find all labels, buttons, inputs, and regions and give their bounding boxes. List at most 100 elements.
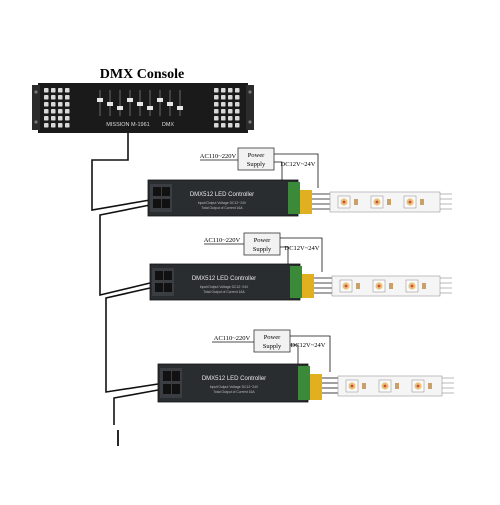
power-supply-label-line2: Supply — [263, 343, 282, 350]
resistor-icon — [362, 383, 366, 389]
led-die-icon — [383, 384, 387, 388]
rack-ear-left — [32, 85, 40, 130]
rack-screw-icon — [34, 90, 38, 94]
dc-wire-positive — [274, 153, 319, 188]
console-brand: MISSION M-1961 — [106, 122, 149, 128]
console-button-icon — [58, 88, 63, 93]
fader-knob-icon — [157, 98, 163, 102]
output-terminal-icon — [300, 190, 312, 214]
controller-title: DMX512 LED Controller — [190, 192, 254, 198]
console-button-icon — [44, 109, 49, 114]
console-button-icon — [65, 88, 70, 93]
led-die-icon — [416, 384, 420, 388]
controller-spec-current: Total Output of Current 16A — [203, 290, 245, 294]
console-button-icon — [228, 102, 233, 107]
console-button-icon — [221, 109, 226, 114]
console-button-icon — [58, 116, 63, 121]
console-button-icon — [65, 116, 70, 121]
console-button-icon — [228, 123, 233, 128]
console-model: DMX — [162, 122, 175, 128]
led-strip — [329, 191, 452, 213]
console-button-icon — [214, 109, 219, 114]
rj45-port-icon — [162, 187, 170, 196]
dc-output-label: DC12V~24V — [285, 245, 320, 252]
power-supply-label-line1: Power — [264, 334, 281, 341]
resistor-icon — [354, 199, 358, 205]
resistor-icon — [395, 383, 399, 389]
fader-knob-icon — [147, 106, 153, 110]
resistor-icon — [356, 283, 360, 289]
controller-row-3: AC110~220V Power Supply DC12V~24V DMX512… — [157, 329, 454, 403]
console-button-icon — [228, 109, 233, 114]
fader-knob-icon — [107, 102, 113, 106]
console-button-icon — [51, 109, 56, 114]
led-die-icon — [350, 384, 354, 388]
controller-title: DMX512 LED Controller — [192, 276, 256, 282]
ac-input-label: AC110~220V — [214, 335, 251, 342]
resistor-icon — [389, 283, 393, 289]
rj45-port-icon — [153, 199, 161, 208]
console-button-icon — [221, 102, 226, 107]
console-button-icon — [58, 102, 63, 107]
dmx-chain-cables — [91, 133, 159, 446]
console-button-icon — [235, 88, 240, 93]
dc-output-label: DC12V~24V — [291, 342, 326, 349]
controller-spec-current: Total Output of Current 16A — [213, 390, 255, 394]
console-button-icon — [44, 123, 49, 128]
rj45-port-icon — [172, 384, 180, 394]
controller-row-1: AC110~220V Power Supply DC12V~24V DMX512… — [147, 147, 452, 217]
fader-knob-icon — [167, 102, 173, 106]
power-supply-label-line2: Supply — [253, 246, 272, 253]
led-die-icon — [377, 284, 381, 288]
rack-screw-icon — [248, 90, 252, 94]
resistor-icon — [387, 199, 391, 205]
terminal-block-icon — [290, 266, 302, 298]
power-supply-box — [243, 232, 281, 256]
console-button-grid-left — [44, 88, 70, 128]
led-die-icon — [342, 200, 346, 204]
led-controller-body — [147, 179, 299, 217]
terminal-block-icon — [288, 182, 300, 214]
power-supply-box — [237, 147, 275, 171]
terminal-block-icon — [298, 366, 310, 400]
dc-output-label: DC12V~24V — [281, 161, 316, 168]
console-button-icon — [221, 116, 226, 121]
dmx-console: MISSION M-1961 DMX — [32, 83, 254, 133]
console-button-icon — [44, 88, 49, 93]
rgbw-output-wires — [312, 193, 330, 210]
console-button-grid-right — [214, 88, 240, 128]
rj45-port-icon — [163, 371, 171, 381]
rack-screw-icon — [34, 120, 38, 124]
controller-spec-voltage: Input/Output Voltage DC12~24V — [200, 285, 249, 289]
rj45-port-icon — [155, 283, 163, 292]
console-button-icon — [214, 123, 219, 128]
resistor-icon — [422, 283, 426, 289]
console-button-icon — [214, 102, 219, 107]
output-terminal-icon — [302, 274, 314, 298]
rj45-port-icon — [155, 271, 163, 280]
console-button-icon — [58, 95, 63, 100]
ac-input-label: AC110~220V — [204, 237, 241, 244]
console-button-icon — [235, 109, 240, 114]
fader-knob-icon — [127, 98, 133, 102]
console-button-icon — [51, 123, 56, 128]
console-button-icon — [214, 95, 219, 100]
rack-ear-right — [246, 85, 254, 130]
console-button-icon — [58, 109, 63, 114]
dmx-cable-continue — [113, 389, 159, 425]
dmx-cable-controller-2-to-3 — [105, 287, 159, 393]
power-supply-label-line1: Power — [248, 152, 265, 159]
fader-knob-icon — [177, 106, 183, 110]
controller-spec-voltage: Input/Output Voltage DC12~24V — [210, 385, 259, 389]
console-button-icon — [228, 88, 233, 93]
fader-knob-icon — [137, 102, 143, 106]
console-button-icon — [65, 109, 70, 114]
led-die-icon — [344, 284, 348, 288]
console-fader-bank — [97, 90, 183, 116]
rj45-port-icon — [153, 187, 161, 196]
console-button-icon — [51, 95, 56, 100]
dmx-cable-console-to-controller-1 — [91, 133, 151, 211]
fader-knob-icon — [97, 98, 103, 102]
controller-title: DMX512 LED Controller — [202, 376, 266, 382]
